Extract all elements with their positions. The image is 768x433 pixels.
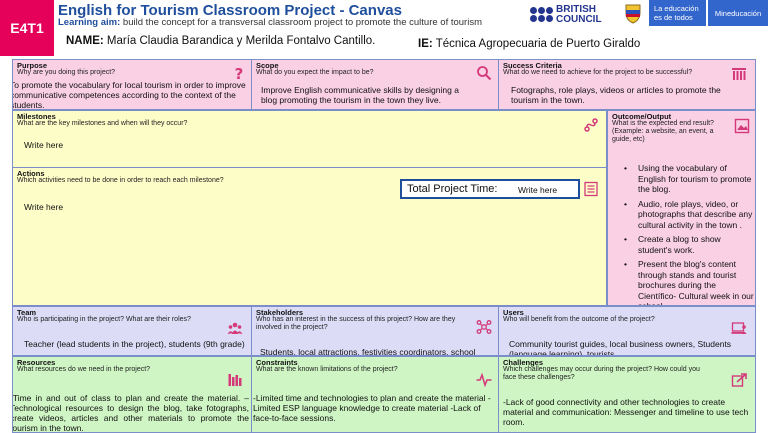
- users-cell: Users Who will benefit from the outcome …: [498, 306, 756, 356]
- challenges-text[interactable]: -Lack of good connectivity and other tec…: [503, 397, 749, 427]
- image-icon: [734, 118, 750, 134]
- question-mark-icon: ?: [235, 65, 244, 81]
- ie-label: IE:: [418, 38, 433, 50]
- constraints-title: Constraints: [256, 358, 298, 367]
- route-icon: [584, 118, 598, 132]
- scope-text[interactable]: Improve English communicative skills by …: [261, 85, 459, 105]
- milestones-title: Milestones: [17, 112, 56, 121]
- milestones-cell: Milestones What are the key milestones a…: [12, 110, 607, 168]
- team-cell: Team Who is participating in the project…: [12, 306, 252, 356]
- british-council-logo: BRITISH COUNCIL: [530, 1, 612, 28]
- network-icon: [476, 320, 492, 334]
- outcome-item[interactable]: Present the blog's content through stand…: [620, 259, 755, 305]
- milestones-question: What are the key milestones and when wil…: [17, 120, 188, 127]
- team-title: Team: [17, 308, 37, 317]
- svg-text:?: ?: [235, 65, 244, 81]
- users-text[interactable]: Community tourist guides, local business…: [509, 339, 732, 356]
- ie-row: IE: Técnica Agropecuaria de Puerto Giral…: [418, 38, 640, 50]
- constraints-question: What are the known limitations of the pr…: [256, 366, 398, 373]
- challenges-cell: Challenges Which challenges may occur du…: [498, 356, 756, 433]
- challenges-question: Which challenges may occur during the pr…: [503, 366, 700, 381]
- scope-cell: Scope What do you expect the impact to b…: [251, 59, 499, 110]
- colombia-shield-icon: [625, 4, 641, 24]
- heartbeat-icon: [476, 372, 492, 388]
- stakeholders-text[interactable]: Students, local attractions, festivities…: [260, 347, 476, 356]
- scope-question: What do you expect the impact to be?: [256, 69, 374, 76]
- checklist-icon: [584, 181, 598, 197]
- name-value: María Claudia Barandica y Merilda Fontal…: [103, 35, 376, 47]
- success-criteria-text[interactable]: Fotographs, role plays, videos or articl…: [511, 85, 721, 105]
- purpose-text[interactable]: To promote the vocabulary for local tour…: [12, 80, 246, 110]
- purpose-cell: Purpose Why are you doing this project? …: [12, 59, 252, 110]
- total-project-time-label: Total Project Time:: [407, 183, 498, 195]
- total-project-time-input[interactable]: Write here: [518, 185, 558, 195]
- puzzle-burst-icon: [731, 373, 747, 387]
- users-question: Who will benefit from the outcome of the…: [503, 316, 655, 323]
- scope-title: Scope: [256, 61, 279, 70]
- purpose-question: Why are you doing this project?: [17, 69, 116, 76]
- british-council-wordmark: BRITISH COUNCIL: [556, 3, 602, 25]
- actions-input[interactable]: Write here: [24, 202, 64, 212]
- education-logo: La educación es de todos: [649, 0, 706, 26]
- learning-aim: Learning aim: build the concept for a tr…: [58, 17, 482, 28]
- magnifier-icon: [477, 66, 492, 81]
- team-text[interactable]: Teacher (lead students in the project), …: [24, 339, 245, 349]
- resources-text[interactable]: -Time in and out of class to plan and cr…: [12, 393, 249, 433]
- page-title: English for Tourism Classroom Project - …: [58, 2, 402, 19]
- users-title: Users: [503, 308, 524, 317]
- stakeholders-title: Stakeholders: [256, 308, 304, 317]
- stakeholders-question: Who has an interest in the success of th…: [256, 316, 456, 331]
- ie-value: Técnica Agropecuaria de Puerto Giraldo: [432, 38, 641, 50]
- actions-title: Actions: [17, 169, 45, 178]
- resources-question: What resources do we need in the project…: [17, 366, 151, 373]
- purpose-title: Purpose: [17, 61, 48, 70]
- name-row: NAME: María Claudia Barandica y Merilda …: [66, 35, 375, 47]
- total-project-time-box: Total Project Time: Write here: [400, 179, 580, 199]
- constraints-cell: Constraints What are the known limitatio…: [251, 356, 499, 433]
- constraints-text[interactable]: -Limited time and technologies to plan a…: [253, 393, 491, 423]
- milestones-input[interactable]: Write here: [24, 140, 64, 150]
- project-code-badge: E4T1: [0, 0, 54, 56]
- outcome-question: What is the expected end result? (Exampl…: [612, 120, 714, 143]
- outcome-list: Using the vocabulary of English for tour…: [620, 163, 755, 305]
- outcome-cell: Outcome/Output What is the expected end …: [607, 110, 756, 306]
- mineducacion-logo: Mineducación: [707, 0, 768, 26]
- learning-aim-label: Learning aim:: [58, 17, 121, 28]
- resources-cell: Resources What resources do we need in t…: [12, 356, 252, 433]
- podium-icon: [732, 68, 746, 80]
- team-question: Who is participating in the project? Wha…: [17, 316, 191, 323]
- bar-chart-icon: [228, 374, 242, 386]
- actions-question: Which activities need to be done in orde…: [17, 177, 224, 184]
- team-people-icon: [227, 322, 243, 334]
- challenges-title: Challenges: [503, 358, 544, 367]
- outcome-item[interactable]: Audio, role plays, video, or photographs…: [620, 199, 755, 231]
- outcome-item[interactable]: Create a blog to show student's work.: [620, 234, 755, 255]
- name-label: NAME:: [66, 35, 104, 47]
- success-criteria-question: What do we need to achieve for the proje…: [503, 69, 693, 76]
- resources-title: Resources: [17, 358, 56, 367]
- user-device-icon: [731, 322, 747, 334]
- outcome-title: Outcome/Output: [612, 112, 672, 121]
- british-council-dots-icon: [530, 7, 553, 22]
- learning-aim-text: build the concept for a transversal clas…: [120, 17, 482, 28]
- outcome-item[interactable]: Using the vocabulary of English for tour…: [620, 163, 755, 195]
- stakeholders-cell: Stakeholders Who has an interest in the …: [251, 306, 499, 356]
- success-criteria-title: Success Criteria: [503, 61, 562, 70]
- success-criteria-cell: Success Criteria What do we need to achi…: [498, 59, 756, 110]
